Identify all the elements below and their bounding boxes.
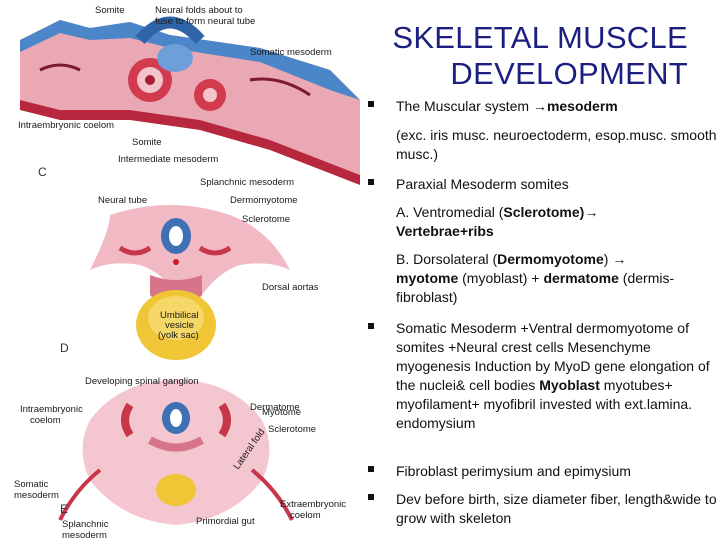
bullet-square-icon bbox=[368, 323, 374, 329]
bullet-square-icon bbox=[368, 466, 374, 472]
label-myotome: Myotome bbox=[262, 407, 301, 418]
text: Somatic Mesoderm +Ventral dermomyotome o… bbox=[396, 320, 710, 393]
slide-title: SKELETAL MUSCLE DEVELOPMENT bbox=[378, 20, 688, 92]
label-umbilical: Umbilical bbox=[160, 310, 199, 321]
label-dermatome: Dermatome bbox=[250, 402, 300, 413]
panel-d-diagram bbox=[90, 205, 290, 360]
bullet-square-icon bbox=[368, 101, 374, 107]
sub-dorsolateral: B. Dorsolateral (Dermomyotome) → myotome… bbox=[396, 251, 675, 305]
label-sclerotome-e: Sclerotome bbox=[268, 424, 316, 435]
bold-text: Sclerotome) bbox=[503, 204, 585, 220]
bullet-square-icon bbox=[368, 179, 374, 185]
label-yolk-sac: (yolk sac) bbox=[158, 330, 199, 341]
label-splanchnic-e: Splanchnic bbox=[62, 519, 109, 530]
title-line-1: SKELETAL MUSCLE bbox=[392, 20, 688, 55]
text: (myoblast) + bbox=[458, 270, 544, 286]
bold-text: Vertebrae+ribs bbox=[396, 223, 494, 239]
bold-text: myotome bbox=[396, 270, 459, 286]
label-intraembryonic-e: Intraembryonic bbox=[20, 404, 83, 415]
label-primordial-gut: Primordial gut bbox=[196, 516, 255, 527]
panel-letter-d: D bbox=[60, 341, 69, 355]
label-intraembryonic-coelom-top: Intraembryonic coelom bbox=[18, 120, 114, 131]
label-intermediate-mesoderm: Intermediate mesoderm bbox=[118, 154, 218, 165]
label-splanchnic-mesoderm: Splanchnic mesoderm bbox=[200, 177, 294, 188]
bullet-square-icon bbox=[368, 494, 374, 500]
label-neural-tube: Neural tube bbox=[98, 195, 147, 206]
label-neural-folds-2: fuse to form neural tube bbox=[155, 16, 255, 27]
text: (dermis-fibroblast) bbox=[396, 270, 675, 305]
label-mesoderm-e2: mesoderm bbox=[62, 530, 107, 540]
label-somite-mid: Somite bbox=[132, 137, 162, 148]
bullet-text: Dev before birth, size diameter fiber, l… bbox=[396, 491, 717, 526]
panel-letter-e: E bbox=[60, 502, 68, 516]
bullet-text: Paraxial Mesoderm somites bbox=[396, 176, 569, 192]
label-somatic-e: Somatic bbox=[14, 479, 49, 490]
bold-text: dermatome bbox=[543, 270, 619, 286]
sub-exceptions: (exc. iris musc. neuroectoderm, esop.mus… bbox=[396, 127, 717, 162]
sub-ventromedial: A. Ventromedial (Sclerotome)→ Vertebrae+… bbox=[396, 204, 599, 239]
label-extraembryonic: Extraembryonic bbox=[280, 499, 346, 510]
text: myotubes+ myofilament+ myofibril investe… bbox=[396, 377, 693, 431]
bullet-bold: mesoderm bbox=[546, 98, 618, 114]
label-somite-top: Somite bbox=[95, 5, 125, 16]
bullet-text: The Muscular system bbox=[396, 98, 533, 114]
label-coelom-e: coelom bbox=[30, 415, 61, 426]
label-coelom-e2: coelom bbox=[290, 510, 321, 521]
label-vesicle: vesicle bbox=[165, 320, 194, 331]
label-sclerotome-d: Sclerotome bbox=[242, 214, 290, 225]
label-mesoderm-e: mesoderm bbox=[14, 490, 59, 501]
panel-letter-c: C bbox=[38, 165, 47, 179]
bold-text: Dermomyotome bbox=[497, 251, 604, 267]
bold-text: Myoblast bbox=[539, 377, 600, 393]
label-dermomyotome: Dermomyotome bbox=[230, 195, 298, 206]
text: A. Ventromedial ( bbox=[396, 204, 504, 220]
title-line-2: DEVELOPMENT bbox=[450, 56, 688, 91]
label-neural-folds: Neural folds about to bbox=[155, 5, 243, 16]
embryo-section-figure: Somite Neural folds about to fuse to for… bbox=[14, 5, 360, 540]
text: B. Dorsolateral ( bbox=[396, 251, 498, 267]
label-developing-ganglion: Developing spinal ganglion bbox=[85, 376, 199, 387]
panel-c-diagram bbox=[20, 16, 360, 185]
panel-e-diagram bbox=[58, 380, 294, 525]
label-dorsal-aortas: Dorsal aortas bbox=[262, 282, 319, 293]
label-somatic-mesoderm-top: Somatic mesoderm bbox=[250, 47, 332, 58]
bullet-text: Fibroblast perimysium and epimysium bbox=[396, 463, 631, 479]
text: ) bbox=[603, 251, 613, 267]
